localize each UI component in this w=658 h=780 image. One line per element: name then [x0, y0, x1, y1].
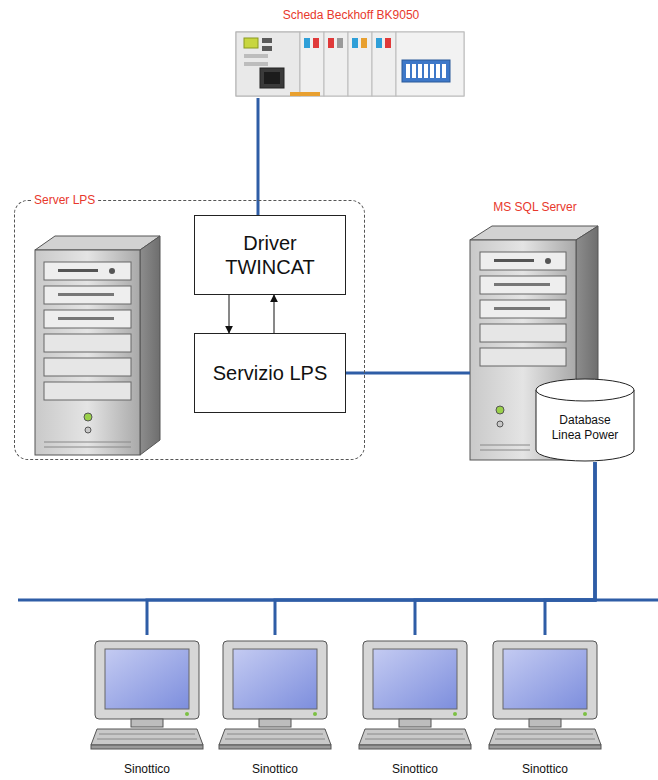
- terminal-icon: [87, 635, 207, 760]
- network-link: [415, 462, 595, 635]
- network-link: [275, 462, 595, 635]
- heading-label: Server LPS: [31, 193, 98, 207]
- server-tower: [35, 236, 160, 455]
- node-label: Driver TWINCAT: [211, 231, 329, 279]
- node-label: Database Linea Power: [547, 413, 623, 443]
- terminal-node: Sinottico: [215, 635, 335, 780]
- heading-label: Scheda Beckhoff BK9050: [235, 8, 467, 22]
- process-box: Servizio LPS: [194, 333, 346, 413]
- node-label: Sinottico: [355, 762, 475, 776]
- network-link: [257, 98, 260, 215]
- network-link: [147, 462, 595, 635]
- beckhoff-module: [236, 32, 464, 96]
- server-region: Server LPSDriver TWINCATServizio LPS: [14, 200, 365, 460]
- process-box: Driver TWINCAT: [194, 215, 346, 295]
- node-label: Sinottico: [87, 762, 207, 776]
- terminal-icon: [485, 635, 605, 760]
- terminal-icon: [215, 635, 335, 760]
- terminal-icon: [355, 635, 475, 760]
- terminal-node: Sinottico: [87, 635, 207, 780]
- heading-label: MS SQL Server: [470, 200, 600, 214]
- device-card: Scheda Beckhoff BK9050: [235, 8, 467, 98]
- database-node: Database Linea Power: [535, 378, 635, 462]
- flow-arrow: [274, 295, 275, 333]
- node-label: Servizio LPS: [213, 361, 328, 385]
- server-node: MS SQL ServerDatabase Linea Power: [470, 200, 600, 462]
- node-label: Sinottico: [485, 762, 605, 776]
- terminal-node: Sinottico: [355, 635, 475, 780]
- network-link: [545, 462, 595, 635]
- flow-arrow: [229, 295, 230, 333]
- node-label: Sinottico: [215, 762, 335, 776]
- terminal-node: Sinottico: [485, 635, 605, 780]
